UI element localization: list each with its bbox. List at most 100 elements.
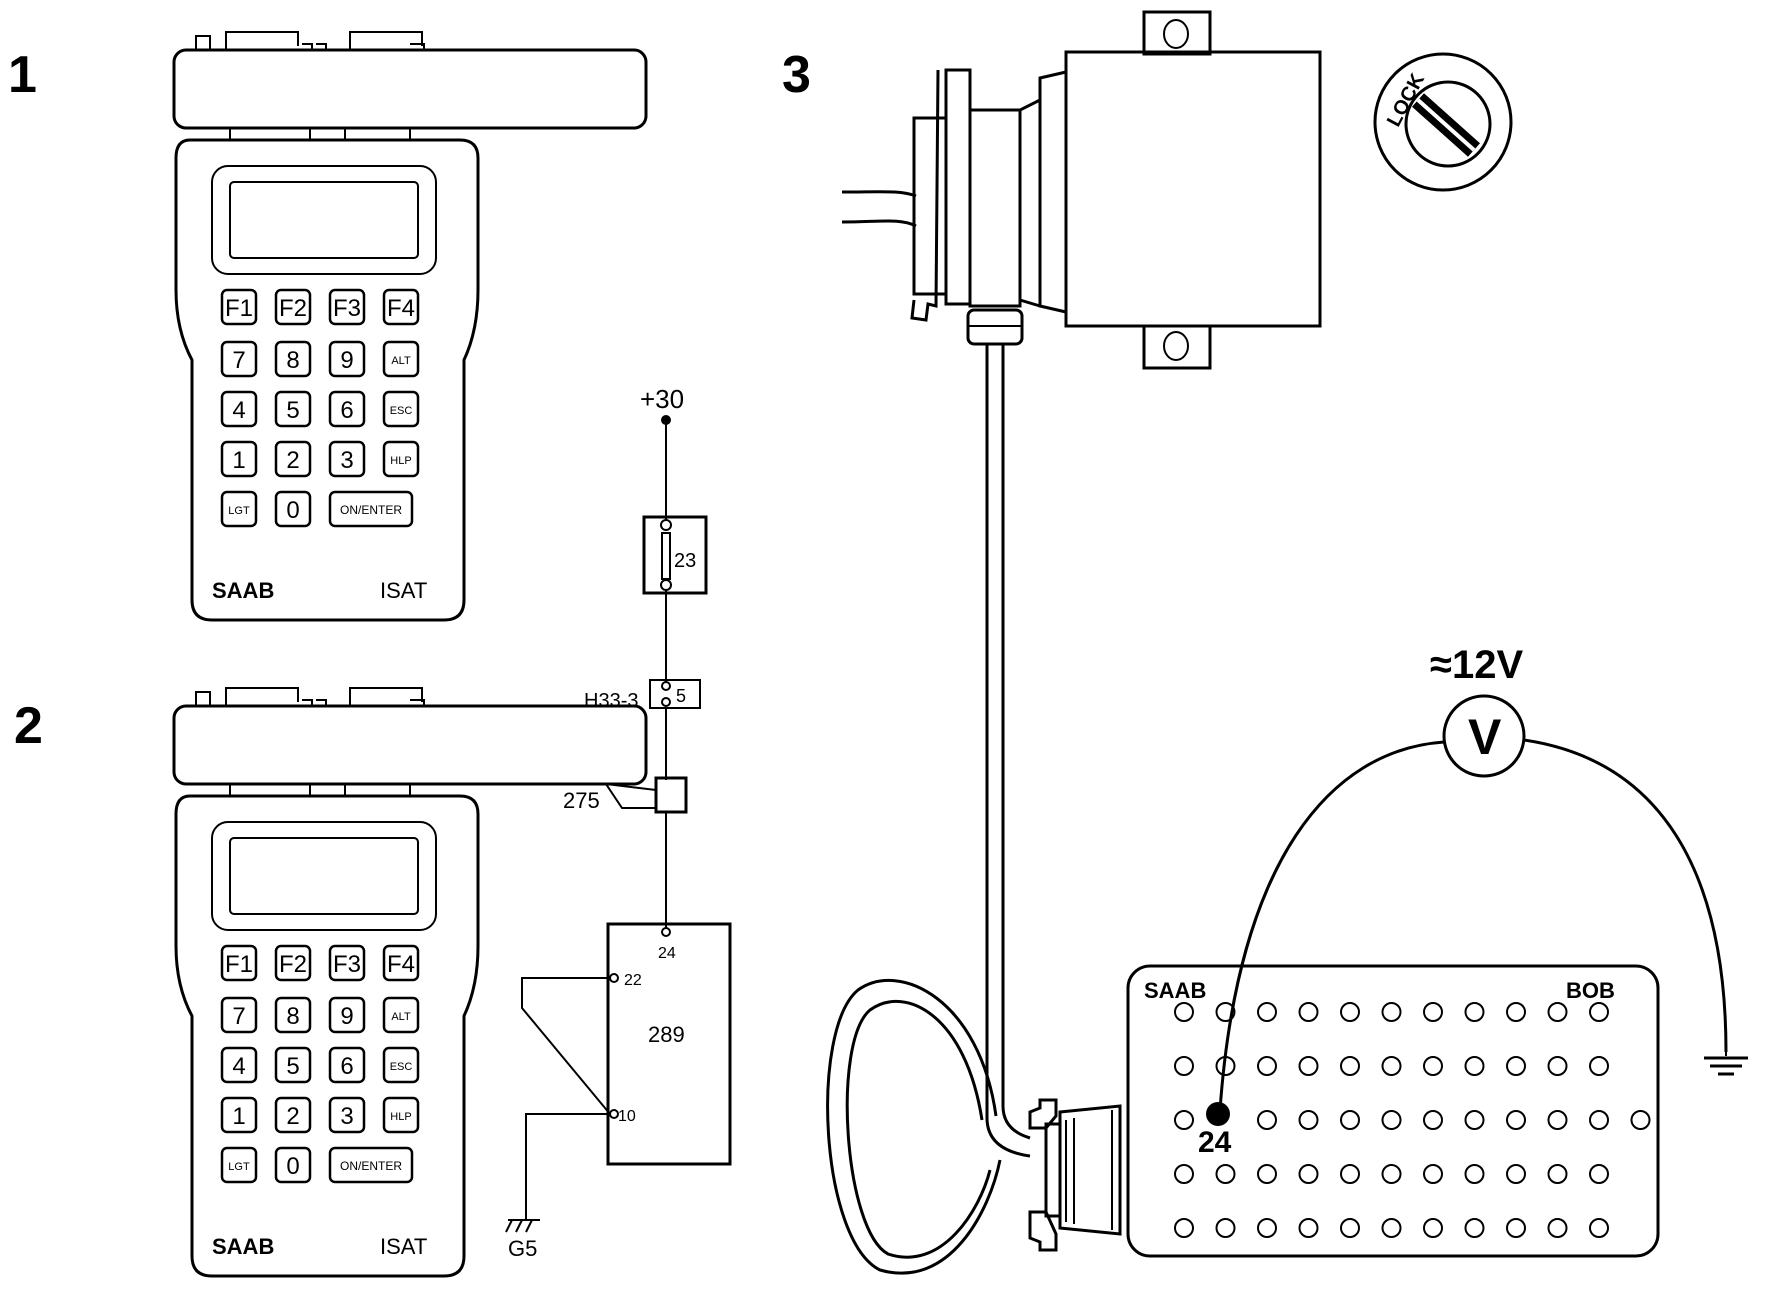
unit-label: 289 [648, 1022, 685, 1047]
breakout-pin [1547, 1164, 1568, 1184]
key-9: 9 [328, 996, 366, 1034]
key-6: 6 [328, 1046, 366, 1084]
key-0: 0 [274, 490, 312, 528]
pin-22-label: 22 [624, 972, 642, 989]
key-f3: F3 [328, 288, 366, 326]
key-7: 7 [220, 340, 258, 378]
pin-10-label: 10 [618, 1108, 636, 1125]
breakout-pin [1298, 1164, 1319, 1184]
key-label: ON/ENTER [340, 503, 402, 517]
key-2: 2 [274, 1096, 312, 1134]
brand-label: SAAB [212, 1234, 274, 1259]
brand-label: SAAB [212, 578, 274, 603]
ground-symbol [505, 1219, 540, 1233]
key-0: 0 [274, 1146, 312, 1184]
breakout-pin [1174, 1002, 1194, 1022]
screen-bezel [211, 165, 437, 275]
breakout-pin [1381, 1218, 1402, 1238]
key-label: 0 [286, 497, 299, 524]
lock-cylinder [1404, 80, 1492, 168]
breakout-pin [1589, 1218, 1609, 1238]
breakout-pin [1423, 1110, 1443, 1130]
breakout-pin [1381, 1164, 1402, 1184]
breakout-pin [1257, 1002, 1277, 1022]
breakout-pin [1464, 1002, 1485, 1022]
breakout-pin [1464, 1218, 1485, 1238]
key-9: 9 [328, 340, 366, 378]
key-3: 3 [328, 440, 366, 478]
key-f1: F1 [220, 944, 258, 982]
breakout-pin [1589, 1110, 1609, 1130]
tester-body [174, 794, 480, 1278]
breakout-box-measurement: SAAB BOB V ≈12V 24 [1028, 643, 1748, 1258]
breakout-pin [1381, 1110, 1402, 1130]
connector-shroud [1038, 70, 1067, 314]
key-alt: ALT [382, 996, 420, 1034]
breakout-pin [1340, 1002, 1360, 1022]
key-alt: ALT [382, 340, 420, 378]
key-1: 1 [220, 1096, 258, 1134]
tester-connector-header [172, 31, 648, 140]
panel-number-3: 3 [782, 46, 811, 104]
key-label: 4 [232, 1053, 245, 1080]
breakout-pin [1547, 1110, 1568, 1130]
breakout-box [1126, 964, 1660, 1258]
breakout-pin [1298, 1218, 1319, 1238]
mount-tab-bottom [1142, 324, 1212, 370]
key-label: F3 [333, 951, 361, 978]
key-label: ON/ENTER [340, 1159, 402, 1173]
cable [841, 190, 917, 198]
key-f2: F2 [274, 288, 312, 326]
connector-block [649, 679, 701, 709]
key-on-enter: ON/ENTER [328, 1146, 414, 1184]
screen [229, 181, 419, 259]
breakout-pin [1547, 1002, 1568, 1022]
fuse-label: 23 [674, 550, 696, 572]
key-label: ESC [390, 1061, 413, 1073]
key-f4: F4 [382, 288, 420, 326]
breakout-pin [1298, 1110, 1319, 1130]
key-f3: F3 [328, 944, 366, 982]
model-label: ISAT [380, 1234, 427, 1259]
key-label: F1 [225, 951, 253, 978]
key-label: 8 [286, 1003, 299, 1030]
key-label: 9 [340, 1003, 353, 1030]
ignition-lock: LOCK [1373, 52, 1513, 192]
breakout-pin [1381, 1056, 1402, 1076]
key-8: 8 [274, 996, 312, 1034]
breakout-pin [1340, 1164, 1360, 1184]
key-label: ALT [391, 1011, 411, 1023]
bridge-wire [521, 977, 611, 1115]
key-label: 1 [232, 1103, 245, 1130]
breakout-pin [1215, 1164, 1236, 1184]
voltmeter-symbol: V [1468, 709, 1502, 765]
breakout-pin [1464, 1164, 1485, 1184]
key-lgt: LGT [220, 1146, 258, 1184]
key-f4: F4 [382, 944, 420, 982]
ground-wire [525, 1113, 610, 1220]
breakout-pin [1423, 1218, 1443, 1238]
breakout-pin [1257, 1218, 1277, 1238]
breakout-pin [1464, 1110, 1485, 1130]
panel-number-2: 2 [14, 697, 43, 755]
control-unit-assembly: LOCK [826, 10, 1513, 1275]
key-label: 7 [232, 1003, 245, 1030]
key-label: 6 [340, 1053, 353, 1080]
key-label: LGT [228, 1161, 250, 1173]
breakout-pin [1630, 1110, 1651, 1130]
key-8: 8 [274, 340, 312, 378]
panel-number-1: 1 [8, 46, 37, 104]
key-label: 2 [286, 1103, 299, 1130]
breakout-pin [1506, 1218, 1526, 1238]
key-1: 1 [220, 440, 258, 478]
breakout-pin [1381, 1002, 1402, 1022]
key-label: F2 [279, 295, 307, 322]
breakout-pin [1340, 1110, 1360, 1130]
mount-tab-top [1142, 10, 1212, 56]
control-unit-box [1064, 50, 1322, 328]
screen [229, 837, 419, 915]
key-label: F1 [225, 295, 253, 322]
